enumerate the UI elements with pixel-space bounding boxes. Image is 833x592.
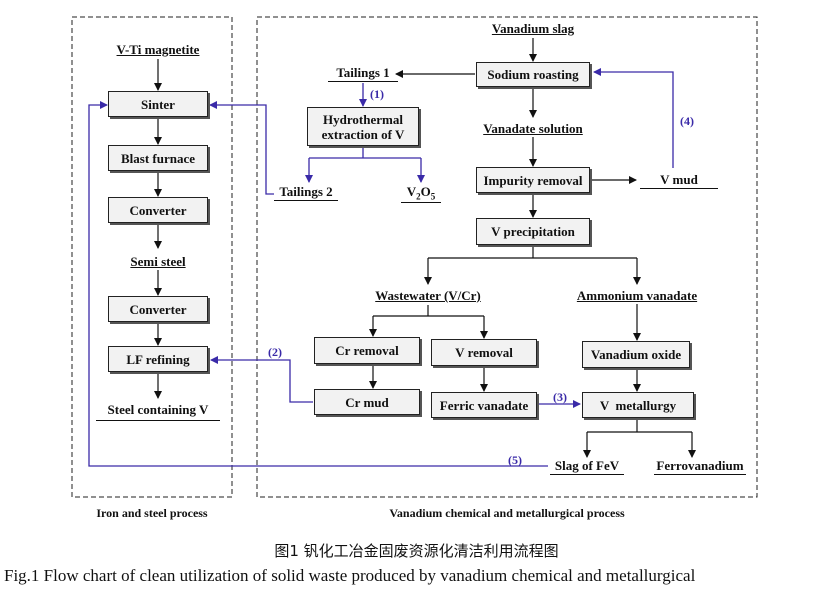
vanadium-oxide-box: Vanadium oxide — [582, 341, 690, 368]
v2o5-label: V2O5 — [401, 184, 441, 203]
converter-2-box: Converter — [108, 296, 208, 322]
iron-steel-title: Iron and steel process — [96, 506, 208, 520]
v-removal-box: V removal — [431, 339, 537, 366]
ammonium-vanadate-label: Ammonium vanadate — [576, 288, 698, 303]
v-metallurgy-box: V metallurgy — [582, 392, 694, 418]
tailings-2-label: Tailings 2 — [274, 184, 338, 201]
sodium-roasting-box: Sodium roasting — [476, 62, 590, 87]
marker-4: (4) — [680, 114, 694, 128]
caption-cn: 图1 钒化工冶金固废资源化清洁利用流程图 — [274, 542, 559, 560]
marker-2: (2) — [268, 345, 282, 359]
marker-5: (5) — [508, 453, 522, 467]
sinter-box: Sinter — [108, 91, 208, 117]
v-precipitation-box: V precipitation — [476, 218, 590, 245]
v-mud-label: V mud — [640, 172, 718, 189]
vanadium-frame — [256, 16, 758, 498]
v-ti-magnetite-label: V-Ti magnetite — [116, 42, 200, 57]
tailings-1-label: Tailings 1 — [328, 65, 398, 82]
ferric-vanadate-box: Ferric vanadate — [431, 392, 537, 418]
impurity-removal-box: Impurity removal — [476, 167, 590, 193]
slag-of-fev-label: Slag of FeV — [550, 458, 624, 475]
iron-steel-frame — [71, 16, 233, 498]
steel-containing-v-label: Steel containing V — [96, 402, 220, 421]
cr-mud-box: Cr mud — [314, 389, 420, 415]
semi-steel-label: Semi steel — [130, 254, 186, 269]
vanadium-slag-label: Vanadium slag — [491, 21, 575, 36]
cr-removal-box: Cr removal — [314, 337, 420, 364]
ferrovanadium-label: Ferrovanadium — [654, 458, 746, 475]
wastewater-label: Wastewater (V/Cr) — [375, 288, 481, 303]
marker-1: (1) — [370, 87, 384, 101]
caption-en: Fig.1 Flow chart of clean utilization of… — [4, 566, 696, 585]
blast-furnace-box: Blast furnace — [108, 145, 208, 171]
vanadate-solution-label: Vanadate solution — [483, 121, 583, 136]
converter-1-box: Converter — [108, 197, 208, 223]
lf-refining-box: LF refining — [108, 346, 208, 372]
marker-3: (3) — [553, 390, 567, 404]
hydrothermal-extraction-box: Hydrothermal extraction of V — [307, 107, 419, 146]
vanadium-process-title: Vanadium chemical and metallurgical proc… — [389, 506, 625, 520]
